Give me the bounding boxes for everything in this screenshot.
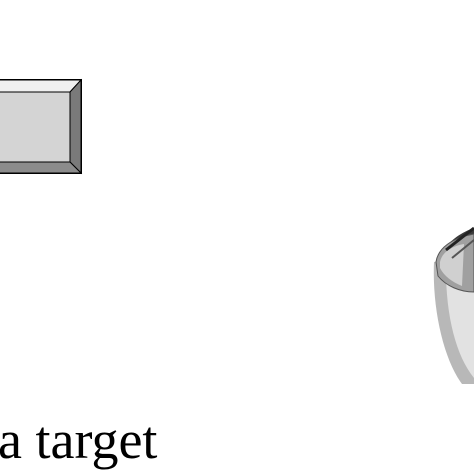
beveled-box-top-bevel: [0, 79, 83, 93]
antenna-feed-arm: [445, 226, 474, 252]
target-caption: a target: [0, 410, 158, 470]
beveled-box-bottom-bevel: [0, 161, 83, 174]
beveled-box-face: [0, 91, 71, 163]
dish-antenna: [433, 226, 474, 384]
beveled-box-right-bevel: [69, 78, 82, 175]
antenna-dish-highlight: [440, 244, 464, 286]
antenna-feed-arm-2: [451, 239, 474, 259]
beveled-box: [0, 78, 83, 175]
